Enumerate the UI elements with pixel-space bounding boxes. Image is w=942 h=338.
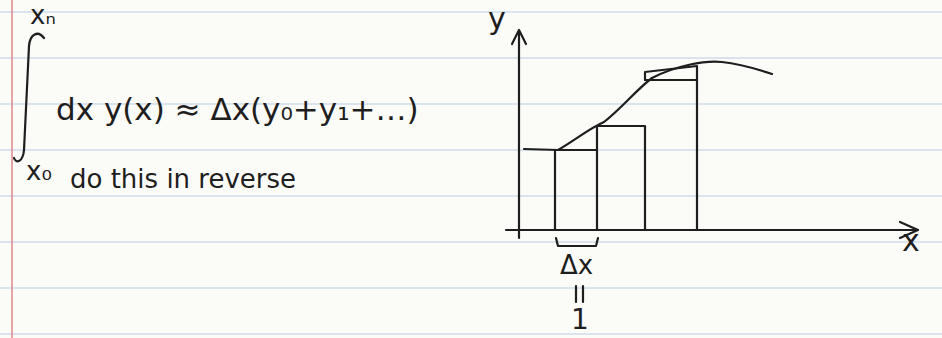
ruled-lines [0,12,942,334]
integral-formula: dx y(x) ≈ Δx(y₀+y₁+…) [56,94,419,125]
axis-label: y [488,4,506,34]
riemann-rectangle [645,80,697,230]
lower-limit: x₀ [26,158,52,184]
axis-label: x [902,226,920,256]
margin-line [11,0,13,338]
x-axis [506,229,918,231]
riemann-rectangle [555,150,597,230]
y-axis [518,32,520,238]
riemann-rectangle [596,126,598,150]
upper-limit: xₙ [30,2,56,28]
width-label: Δx [560,252,593,278]
riemann-rectangle [597,126,645,230]
note-text: do this in reverse [70,166,296,192]
function-curve [524,62,772,150]
riemann-rectangle [645,66,697,80]
width-bracket [556,238,598,246]
width-value: 1 [571,306,589,334]
vertical-equals [576,286,583,302]
integral-sign [14,34,44,161]
y-arrow [512,30,526,44]
